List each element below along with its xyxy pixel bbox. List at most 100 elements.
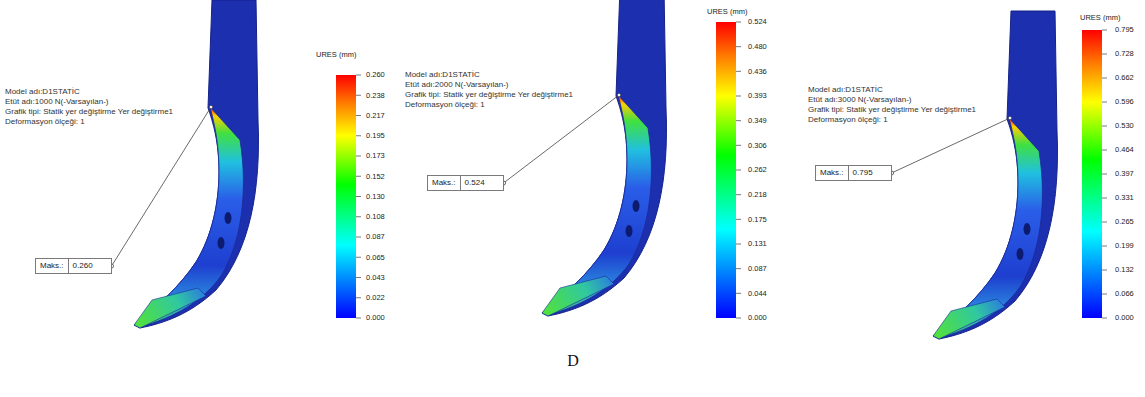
- colorbar-value: 0.108: [366, 213, 385, 221]
- max-key: Maks.:: [36, 259, 69, 273]
- colorbar-tick: [356, 277, 361, 278]
- colorbar-tick: [736, 318, 741, 319]
- model-info: Model adı:D1STATİC: [808, 86, 883, 94]
- colorbar-tick: [356, 135, 361, 136]
- colorbar-tick: [1102, 222, 1107, 223]
- model-info: Model adı:D1STATİC: [5, 88, 80, 96]
- colorbar-value: 0.218: [748, 191, 767, 199]
- colorbar-tick: [356, 156, 361, 157]
- colorbar-value: 0.195: [366, 132, 385, 140]
- colorbar-value: 0.795: [1115, 26, 1134, 34]
- colorbar-tick: [736, 96, 741, 97]
- model-info: Model adı:D1STATİC: [405, 71, 480, 79]
- leader-line: [112, 107, 211, 266]
- colorbar-value: 0.043: [366, 274, 385, 282]
- colorbar-tick: [736, 22, 741, 23]
- colorbar-value: 0.022: [366, 294, 385, 302]
- max-value: 0.795: [849, 166, 891, 180]
- colorbar-value: 0.000: [366, 314, 385, 322]
- colorbar-tick: [1102, 246, 1107, 247]
- max-key: Maks.:: [816, 166, 849, 180]
- colorbar-value: 0.464: [1115, 146, 1134, 154]
- colorbar-tick: [736, 170, 741, 171]
- colorbar-value: 0.349: [748, 117, 767, 125]
- colorbar-tick: [736, 219, 741, 220]
- colorbar-value: 0.331: [1115, 194, 1134, 202]
- model-info: Grafik tipi: Statik yer değiştirme Yer d…: [405, 91, 573, 99]
- colorbar-tick: [1102, 294, 1107, 295]
- colorbar-tick: [1102, 54, 1107, 55]
- colorbar-tick: [1102, 198, 1107, 199]
- max-value-box: Maks.:0.524: [427, 175, 504, 191]
- figure-letter: D: [567, 353, 579, 369]
- model-info: Etüt adı:2000 N(-Varsayılan-): [405, 81, 508, 89]
- max-value: 0.524: [461, 176, 503, 190]
- colorbar-value: 0.044: [748, 290, 767, 298]
- colorbar-value: 0.530: [1115, 122, 1134, 130]
- colorbar-tick: [1102, 318, 1107, 319]
- max-value-box: Maks.:0.260: [35, 258, 112, 274]
- colorbar-value: 0.436: [748, 68, 767, 76]
- colorbar-value: 0.238: [366, 92, 385, 100]
- colorbar-tick: [356, 196, 361, 197]
- max-value-box: Maks.:0.795: [815, 165, 892, 181]
- colorbar-tick: [356, 237, 361, 238]
- colorbar-tick: [736, 268, 741, 269]
- colorbar-value: 0.065: [366, 254, 385, 262]
- colorbar-tick: [1102, 30, 1107, 31]
- colorbar-value: 0.066: [1115, 290, 1134, 298]
- colorbar-tick: [736, 46, 741, 47]
- colorbar-tick: [736, 71, 741, 72]
- colorbar-value: 0.393: [748, 92, 767, 100]
- colorbar-value: 0.131: [748, 240, 767, 248]
- colorbar-value: 0.480: [748, 43, 767, 51]
- colorbar-tick: [356, 216, 361, 217]
- colorbar-tick: [356, 257, 361, 258]
- model-info: Deformasyon ölçeği: 1: [5, 118, 85, 126]
- colorbar-value: 0.152: [366, 173, 385, 181]
- colorbar-value: 0.087: [748, 265, 767, 273]
- colorbar-value: 0.306: [748, 142, 767, 150]
- colorbar-value: 0.000: [748, 314, 767, 322]
- leader-line: [504, 95, 619, 183]
- colorbar-tick: [356, 297, 361, 298]
- leader-dot: [617, 93, 620, 96]
- max-value: 0.260: [69, 259, 111, 273]
- colorbar-tick: [1102, 150, 1107, 151]
- colorbar-tick: [356, 115, 361, 116]
- colorbar-value: 0.175: [748, 216, 767, 224]
- colorbar-value: 0.217: [366, 112, 385, 120]
- model-info: Etüt adı:3000 N(-Varsayılan-): [808, 96, 911, 104]
- leader-line: [892, 118, 1010, 173]
- colorbar-tick: [736, 293, 741, 294]
- colorbar-tick: [1102, 174, 1107, 175]
- colorbar-tick: [356, 95, 361, 96]
- colorbar-tick: [356, 318, 361, 319]
- colorbar-value: 0.132: [1115, 266, 1134, 274]
- colorbar-value: 0.173: [366, 152, 385, 160]
- colorbar-value: 0.397: [1115, 170, 1134, 178]
- colorbar-tick: [1102, 126, 1107, 127]
- colorbar-tick: [736, 145, 741, 146]
- colorbar-value: 0.199: [1115, 242, 1134, 250]
- colorbar-value: 0.260: [366, 71, 385, 79]
- colorbar-tick: [1102, 270, 1107, 271]
- model-info: Etüt adı:1000 N(-Varsayılan-): [5, 98, 108, 106]
- colorbar-value: 0.087: [366, 233, 385, 241]
- colorbar-value: 0.596: [1115, 98, 1134, 106]
- colorbar-tick: [736, 120, 741, 121]
- max-key: Maks.:: [428, 176, 461, 190]
- colorbar-value: 0.130: [366, 193, 385, 201]
- colorbar-value: 0.262: [748, 166, 767, 174]
- colorbar-tick: [736, 194, 741, 195]
- colorbar-value: 0.728: [1115, 50, 1134, 58]
- colorbar-value: 0.524: [748, 18, 767, 26]
- leader-dot: [209, 105, 212, 108]
- colorbar-title: URES (mm): [316, 51, 356, 59]
- leader-dot: [1008, 116, 1011, 119]
- model-info: Deformasyon ölçeği: 1: [808, 116, 888, 124]
- colorbar-title: URES (mm): [707, 8, 747, 16]
- model-info: Deformasyon ölçeği: 1: [405, 101, 485, 109]
